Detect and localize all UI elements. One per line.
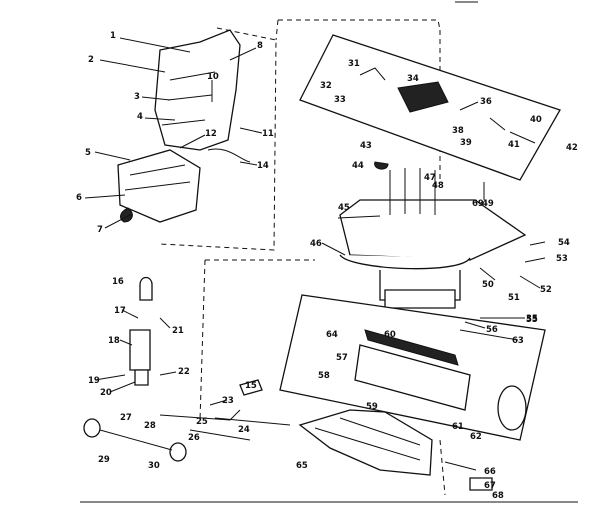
label-12: 12: [205, 129, 217, 139]
body-assembly: [339, 161, 527, 309]
part-labels: 1 2 3 4 5 6 7 8 10 11 12 14 15 16 17 18 …: [76, 31, 578, 501]
label-55: 55: [526, 315, 538, 325]
base-plate: [298, 409, 493, 491]
label-10: 10: [207, 72, 219, 82]
label-35: 35: [526, 314, 538, 324]
label-32: 32: [320, 81, 332, 91]
label-66: 66: [484, 467, 496, 477]
label-17: 17: [114, 306, 126, 316]
label-64: 64: [326, 330, 338, 340]
label-24: 24: [238, 425, 250, 435]
label-47: 47: [424, 173, 436, 183]
label-4: 4: [137, 112, 143, 122]
label-16: 16: [112, 277, 124, 287]
label-53: 53: [556, 254, 568, 264]
label-14: 14: [257, 161, 269, 171]
label-51: 51: [508, 293, 520, 303]
label-56: 56: [486, 325, 498, 335]
label-34: 34: [407, 74, 419, 84]
label-62: 62: [470, 432, 482, 442]
label-30: 30: [148, 461, 160, 471]
label-65: 65: [296, 461, 308, 471]
label-38: 38: [452, 126, 464, 136]
label-44: 44: [352, 161, 364, 171]
label-60: 60: [384, 330, 396, 340]
leader-lines: [84, 37, 546, 471]
label-58: 58: [318, 371, 330, 381]
label-2: 2: [88, 55, 94, 65]
label-40: 40: [530, 115, 542, 125]
label-11: 11: [262, 129, 274, 139]
label-43: 43: [360, 141, 372, 151]
label-20: 20: [100, 388, 112, 398]
label-49: 49: [482, 199, 494, 209]
label-25: 25: [196, 417, 208, 427]
label-67: 67: [484, 481, 496, 491]
label-3: 3: [134, 92, 140, 102]
label-29: 29: [98, 455, 110, 465]
motor-panel-assembly: [299, 34, 561, 181]
label-22: 22: [178, 367, 190, 377]
brush-panel: [279, 294, 546, 441]
label-42: 42: [566, 143, 578, 153]
label-26: 26: [188, 433, 200, 443]
label-52: 52: [540, 285, 552, 295]
label-57: 57: [336, 353, 348, 363]
label-39: 39: [460, 138, 472, 148]
label-28: 28: [144, 421, 156, 431]
label-5: 5: [85, 148, 91, 158]
label-50: 50: [482, 280, 494, 290]
label-61: 61: [452, 422, 464, 432]
label-19: 19: [88, 376, 100, 386]
label-36: 36: [480, 97, 492, 107]
motor-housing-assembly: [117, 29, 251, 223]
label-31: 31: [348, 59, 360, 69]
label-68: 68: [492, 491, 504, 501]
label-41: 41: [508, 140, 520, 150]
label-63: 63: [512, 336, 524, 346]
label-8: 8: [257, 41, 263, 51]
lower-left-parts: [83, 276, 291, 462]
label-1: 1: [110, 31, 116, 41]
label-48: 48: [432, 181, 444, 191]
label-18: 18: [108, 336, 120, 346]
label-45: 45: [338, 203, 350, 213]
label-27: 27: [120, 413, 132, 423]
label-33: 33: [334, 95, 346, 105]
label-7: 7: [97, 225, 103, 235]
label-6: 6: [76, 193, 82, 203]
label-23: 23: [222, 396, 234, 406]
label-69: 69: [472, 199, 484, 209]
label-21: 21: [172, 326, 184, 336]
label-15: 15: [245, 381, 257, 391]
label-46: 46: [310, 239, 322, 249]
label-54: 54: [558, 238, 570, 248]
label-59: 59: [366, 402, 378, 412]
